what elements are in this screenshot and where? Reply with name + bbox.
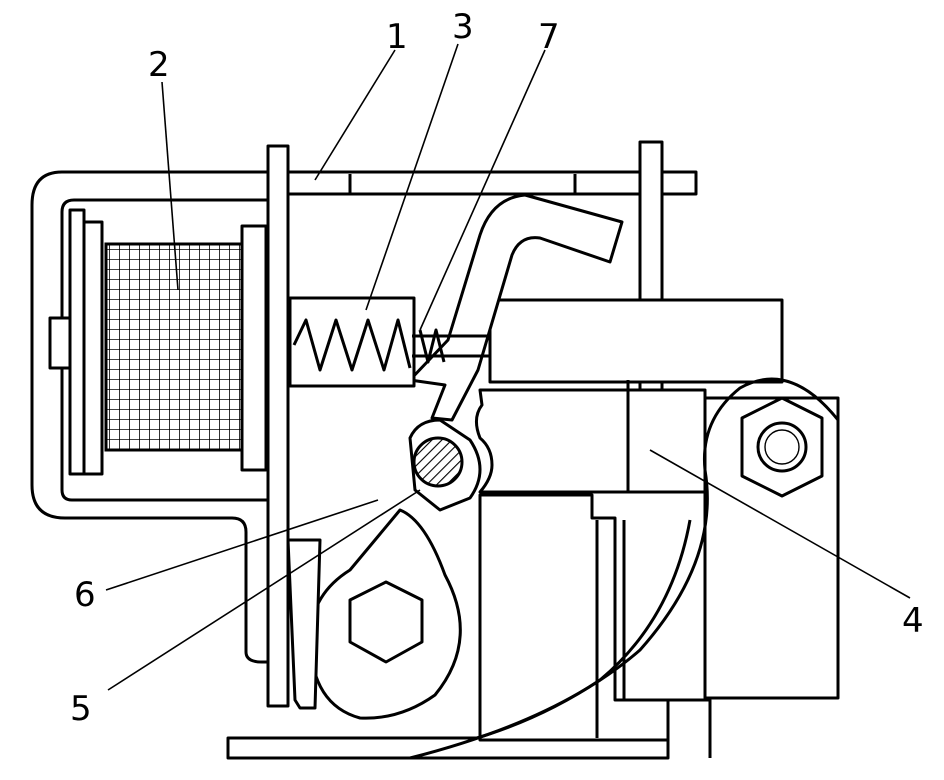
callout-3: 3: [452, 7, 474, 47]
latch-lever: [410, 420, 480, 510]
callout-5: 5: [70, 689, 92, 729]
callout-4: 4: [902, 601, 924, 641]
coil: [50, 210, 266, 474]
callout-7: 7: [538, 17, 560, 57]
lower-lever: [310, 510, 460, 718]
hex-bolt: [742, 398, 822, 496]
left-side-plate: [268, 146, 288, 706]
callout-2: 2: [148, 45, 170, 85]
callout-6: 6: [74, 575, 96, 615]
callout-1: 1: [386, 17, 408, 57]
